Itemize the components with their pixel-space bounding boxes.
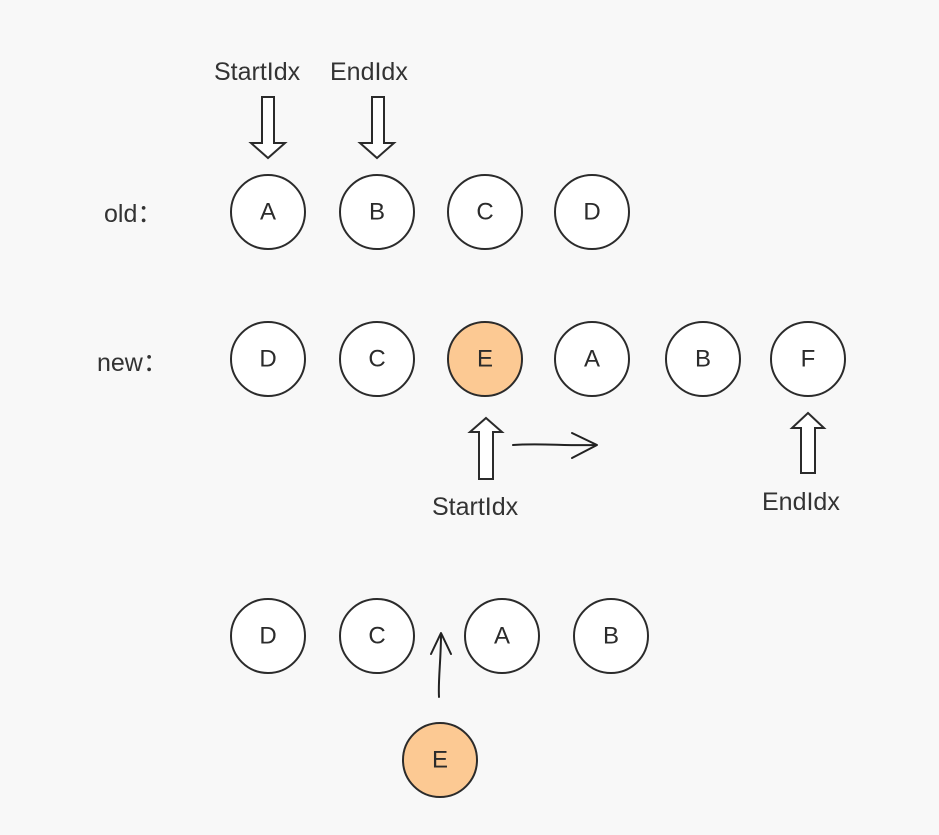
old-node-a: A: [230, 174, 306, 250]
old-node-a-circle: [230, 174, 306, 250]
insert-node-e-circle: [402, 722, 478, 798]
old-node-b-circle: [339, 174, 415, 250]
result-node-a-label: A: [494, 623, 510, 650]
new-node-c: C: [339, 321, 415, 397]
new-node-b-circle: [665, 321, 741, 397]
result-node-c: C: [339, 598, 415, 674]
old-row-label: old：: [104, 200, 162, 228]
old-end-down-arrow: [357, 96, 397, 160]
new-node-e-label: E: [477, 346, 493, 373]
move-right-arrow: [512, 432, 598, 459]
result-node-a: A: [464, 598, 540, 674]
insert-up-arrow: [430, 632, 452, 698]
old-row: A B C D: [230, 174, 630, 250]
old-node-a-label: A: [260, 199, 276, 226]
old-node-b: B: [339, 174, 415, 250]
new-node-a-label: A: [584, 346, 600, 373]
old-node-d-circle: [554, 174, 630, 250]
new-start-idx-label: StartIdx: [432, 493, 519, 521]
new-node-c-label: C: [368, 346, 385, 373]
result-node-c-circle: [339, 598, 415, 674]
result-node-c-label: C: [368, 623, 385, 650]
new-node-a: A: [554, 321, 630, 397]
new-end-up-arrow: [789, 411, 827, 474]
result-node-a-circle: [464, 598, 540, 674]
new-node-a-circle: [554, 321, 630, 397]
old-node-c: C: [447, 174, 523, 250]
old-start-idx-label: StartIdx: [214, 58, 301, 86]
result-row: D C A B: [230, 598, 649, 674]
insert-node-e: E: [402, 722, 478, 798]
new-node-c-circle: [339, 321, 415, 397]
new-node-f-label: F: [801, 346, 816, 373]
new-start-up-arrow: [467, 416, 505, 480]
new-node-f-circle: [770, 321, 846, 397]
old-node-c-circle: [447, 174, 523, 250]
new-node-e-circle: [447, 321, 523, 397]
insert-node-e-label: E: [432, 747, 448, 774]
new-node-b: B: [665, 321, 741, 397]
old-node-c-label: C: [476, 199, 493, 226]
new-node-b-label: B: [695, 346, 711, 373]
old-end-idx-label: EndIdx: [330, 58, 408, 86]
new-node-d: D: [230, 321, 306, 397]
result-node-b-circle: [573, 598, 649, 674]
new-node-d-circle: [230, 321, 306, 397]
new-node-e: E: [447, 321, 523, 397]
new-row: D C E A B F: [230, 321, 846, 397]
result-node-b: B: [573, 598, 649, 674]
old-node-d: D: [554, 174, 630, 250]
result-node-b-label: B: [603, 623, 619, 650]
result-node-d-label: D: [259, 623, 276, 650]
result-node-d-circle: [230, 598, 306, 674]
result-node-d: D: [230, 598, 306, 674]
old-start-down-arrow: [248, 96, 288, 160]
new-node-d-label: D: [259, 346, 276, 373]
new-end-idx-label: EndIdx: [762, 488, 840, 516]
new-row-label: new：: [97, 349, 168, 377]
old-node-b-label: B: [369, 199, 385, 226]
new-node-f: F: [770, 321, 846, 397]
old-node-d-label: D: [583, 199, 600, 226]
